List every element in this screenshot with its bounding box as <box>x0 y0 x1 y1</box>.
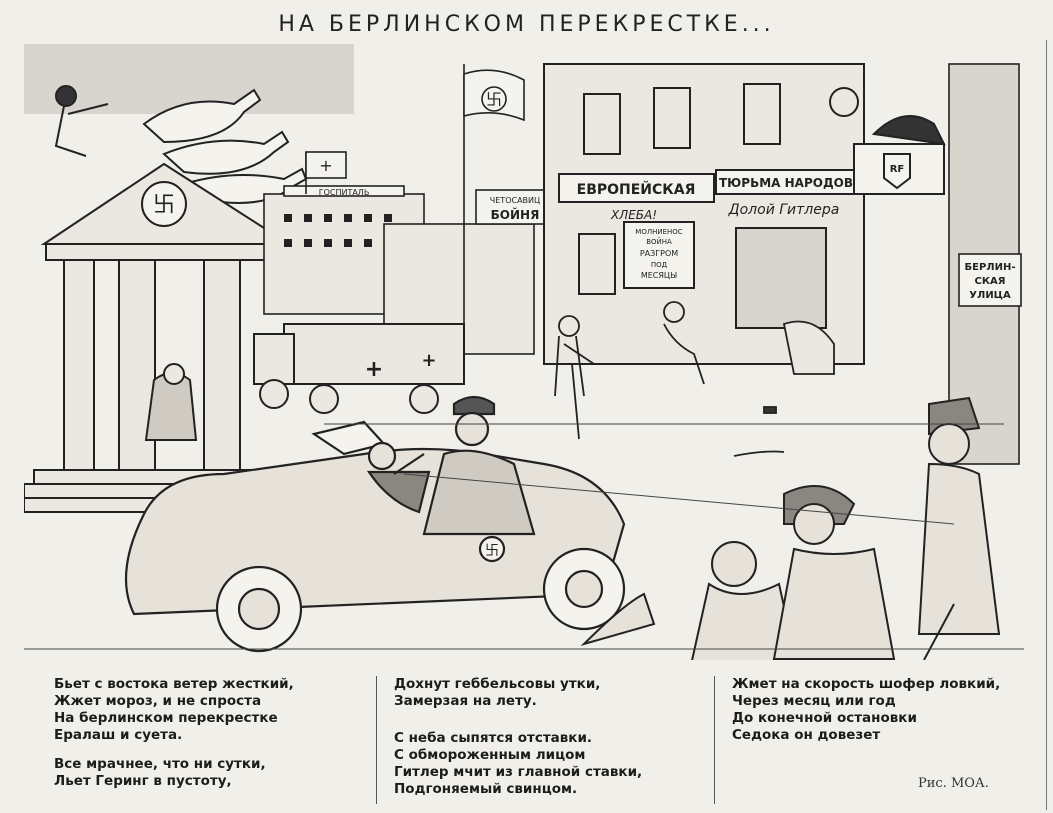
balcony-figure: RF <box>829 87 946 195</box>
svg-text:ХЛЕБА!: ХЛЕБА! <box>610 208 657 222</box>
svg-text:+: + <box>365 357 383 382</box>
svg-text:ЧЕТОСАВИЦ: ЧЕТОСАВИЦ <box>490 196 540 205</box>
verse-line: Подгоняемый свинцом. <box>394 781 578 797</box>
svg-text:МОЛНИЕНОС: МОЛНИЕНОС <box>635 228 683 236</box>
svg-text:ТЮРЬМА НАРОДОВ: ТЮРЬМА НАРОДОВ <box>719 176 853 190</box>
staff-car: 卐 <box>124 395 626 653</box>
svg-text:ГОСПИТАЛЬ: ГОСПИТАЛЬ <box>319 188 370 197</box>
verse-line: Все мрачнее, что ни сутки, <box>54 756 266 772</box>
svg-text:+: + <box>319 156 332 175</box>
verse-line: Жжет мороз, и не спроста <box>54 693 262 709</box>
svg-text:БОЙНЯ: БОЙНЯ <box>491 207 540 222</box>
wounded-soldiers <box>580 396 1001 660</box>
svg-text:+: + <box>421 350 436 371</box>
verse-line: Замерзая на лету. <box>394 693 537 709</box>
svg-text:卐: 卐 <box>486 90 502 109</box>
svg-text:УЛИЦА: УЛИЦА <box>969 290 1011 301</box>
svg-text:Долой Гитлера: Долой Гитлера <box>728 202 840 218</box>
column-divider <box>714 676 715 804</box>
svg-text:МЕСЯЦЫ: МЕСЯЦЫ <box>641 271 677 280</box>
svg-text:卐: 卐 <box>153 193 175 218</box>
verse-line: На берлинском перекрестке <box>54 710 278 726</box>
street-figures <box>554 301 835 457</box>
svg-text:ЕВРОПЕЙСКАЯ: ЕВРОПЕЙСКАЯ <box>577 181 696 198</box>
verse-line: Льет Геринг в пустоту, <box>54 773 232 789</box>
verse-section: Бьет с востока ветер жесткий, Жжет мороз… <box>24 676 1024 806</box>
verse-column-2: Дохнут геббельсовы утки, Замерзая на лет… <box>394 676 714 810</box>
verse-line: Бьет с востока ветер жесткий, <box>54 676 294 692</box>
verse-line: С неба сыпятся отставки. <box>394 730 593 746</box>
verse-column-3: Жмет на скорость шофер ловкий, Через мес… <box>732 676 1032 756</box>
prison-building: ЕВРОПЕЙСКАЯ ТЮРЬМА НАРОДОВ ХЛЕБА! Долой … <box>543 63 865 365</box>
svg-text:ПОД: ПОД <box>651 261 668 269</box>
page-title: НА БЕРЛИНСКОМ ПЕРЕКРЕСТКЕ... <box>278 12 775 37</box>
svg-text:СКАЯ: СКАЯ <box>975 276 1006 287</box>
illustration-credit: Рис. МОА. <box>918 776 989 791</box>
stanza: С неба сыпятся отставки. С обмороженным … <box>394 730 714 798</box>
svg-text:БЕРЛИН-: БЕРЛИН- <box>965 262 1016 273</box>
street-sign-post: БЕРЛИН- СКАЯ УЛИЦА <box>948 63 1022 465</box>
stanza: Жмет на скорость шофер ловкий, Через мес… <box>732 676 1032 744</box>
ambulance-truck: + + <box>253 323 465 414</box>
verse-line: До конечной остановки <box>732 710 917 726</box>
stanza: Все мрачнее, что ни сутки, Льет Геринг в… <box>54 756 374 790</box>
street-ground <box>24 423 1024 650</box>
verse-line: Жмет на скорость шофер ловкий, <box>732 676 1001 692</box>
sky-shade <box>24 44 354 114</box>
svg-text:ВОЙНА: ВОЙНА <box>646 237 672 246</box>
svg-text:卐: 卐 <box>485 543 499 559</box>
page-edge-rule <box>1046 40 1047 810</box>
stanza: Бьет с востока ветер жесткий, Жжет мороз… <box>54 676 374 744</box>
svg-text:RF: RF <box>890 164 905 175</box>
verse-line: Дохнут геббельсовы утки, <box>394 676 601 692</box>
svg-text:РАЗГРОМ: РАЗГРОМ <box>640 249 678 258</box>
verse-line: С обмороженным лицом <box>394 747 586 763</box>
verse-column-1: Бьет с востока ветер жесткий, Жжет мороз… <box>54 676 374 802</box>
verse-line: Ералаш и суета. <box>54 727 183 743</box>
verse-line: Седока он довезет <box>732 727 881 743</box>
verse-line: Гитлер мчит из главной ставки, <box>394 764 643 780</box>
verse-line: Через месяц или год <box>732 693 896 709</box>
stanza: Дохнут геббельсовы утки, Замерзая на лет… <box>394 676 714 710</box>
cartoon-illustration: 卐 ГОСПИТАЛЬ + <box>24 44 1024 660</box>
column-divider <box>376 676 377 804</box>
